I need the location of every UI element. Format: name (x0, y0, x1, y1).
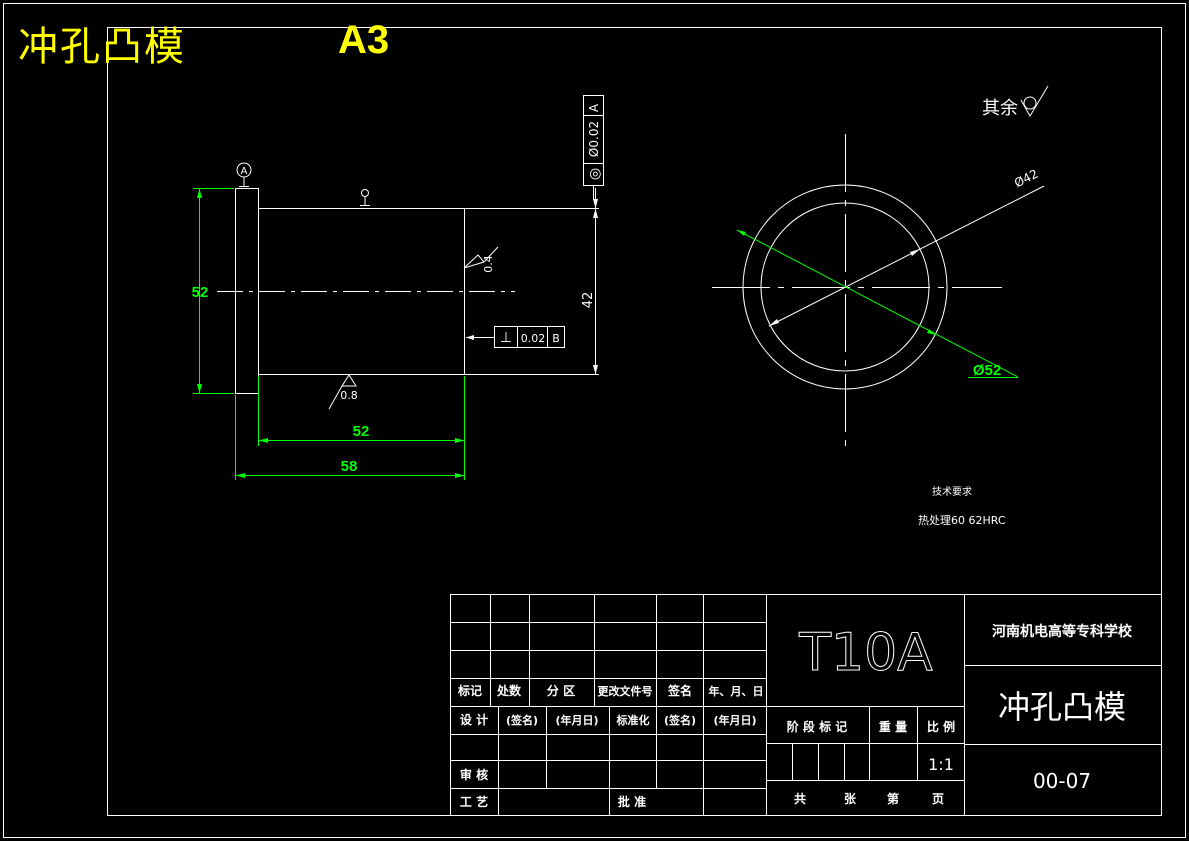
design-3: 标准化 (616, 713, 650, 727)
dim-total-len: 58 (341, 458, 358, 475)
sheet-size: A3 (338, 18, 390, 62)
datum-b-marker (361, 189, 369, 197)
dim-shaft-len: 52 (353, 423, 370, 440)
stage-header-0: 阶 段 标 记 (787, 719, 848, 734)
stage-header-2: 比 例 (927, 719, 955, 734)
roughness-bottom: 0.8 (340, 389, 358, 402)
rev-header-2: 分 区 (547, 683, 575, 698)
outer-border (3, 3, 1186, 838)
surface-note: 其余 (982, 98, 1018, 119)
datum-a-label: A (241, 166, 248, 177)
dim-shaft-dia: 42 (581, 292, 596, 309)
arrow (593, 199, 598, 209)
sheet-footer-3: 页 (932, 792, 944, 806)
review-label: 审 核 (460, 767, 488, 782)
coaxiality-value: Ø0.02 (587, 121, 601, 157)
dim-42-leader (768, 185, 1045, 327)
title-block: 标记 处数 分 区 更改文件号 签名 年、月、日 设 计 (签名) (年月日) … (450, 594, 1162, 816)
roughness-remaining-symbol (1020, 85, 1049, 117)
stage-header-1: 重 量 (879, 719, 907, 734)
design-4: (签名) (664, 713, 696, 727)
side-view: Ø42 Ø52 (712, 134, 1045, 448)
part-name: 冲孔凸模 (998, 688, 1126, 726)
coaxiality-datum: A (587, 103, 601, 112)
rev-header-4: 签名 (667, 683, 692, 698)
shaft-outline (258, 208, 465, 375)
perpendicularity-value: 0.02 (521, 332, 546, 345)
dim-inner: Ø42 (1012, 167, 1040, 191)
material-label: T10A (798, 623, 933, 683)
design-2: (年月日) (555, 713, 598, 727)
coaxiality-symbol: ◎ (587, 168, 603, 180)
rev-header-0: 标记 (457, 683, 482, 698)
page-title: 冲孔凸模 (18, 24, 186, 70)
drawing-number: 00-07 (1033, 769, 1091, 793)
roughness-shaft: 0.4 (482, 255, 495, 273)
sheet-footer-1: 张 (844, 791, 857, 806)
dim-52-leader (736, 229, 1019, 378)
perpendicularity-datum: B (552, 332, 560, 345)
design-1: (签名) (506, 713, 538, 727)
roughness-symbol-shaft (463, 246, 499, 269)
rev-header-5: 年、月、日 (709, 684, 764, 698)
tech-req-heading: 技术要求 (932, 485, 972, 498)
arrow (593, 208, 598, 218)
dim-flange-dia: 52 (192, 284, 209, 301)
perpendicularity-symbol: ⊥ (500, 330, 512, 346)
approve-label: 批 准 (618, 794, 646, 809)
scale-value: 1:1 (928, 755, 954, 774)
perpendicularity-frame (494, 326, 565, 348)
roughness-symbol-bottom (328, 374, 357, 410)
school-name: 河南机电高等专科学校 (992, 623, 1133, 640)
rev-header-3: 更改文件号 (598, 684, 653, 698)
process-label: 工 艺 (460, 794, 488, 809)
sheet-footer-0: 共 (794, 791, 806, 806)
design-0: 设 计 (460, 712, 488, 727)
front-view: 42 A Ø0.02 ◎ A 0.4 ⊥ 0.02 B 0.8 (192, 95, 604, 480)
design-5: (年月日) (713, 713, 756, 727)
sheet-footer-2: 第 (887, 791, 899, 806)
rev-header-1: 处数 (496, 683, 522, 698)
tech-req-line1: 热处理60 62HRC (918, 514, 1006, 527)
dim-outer: Ø52 (973, 362, 1001, 379)
arrow (593, 365, 598, 375)
